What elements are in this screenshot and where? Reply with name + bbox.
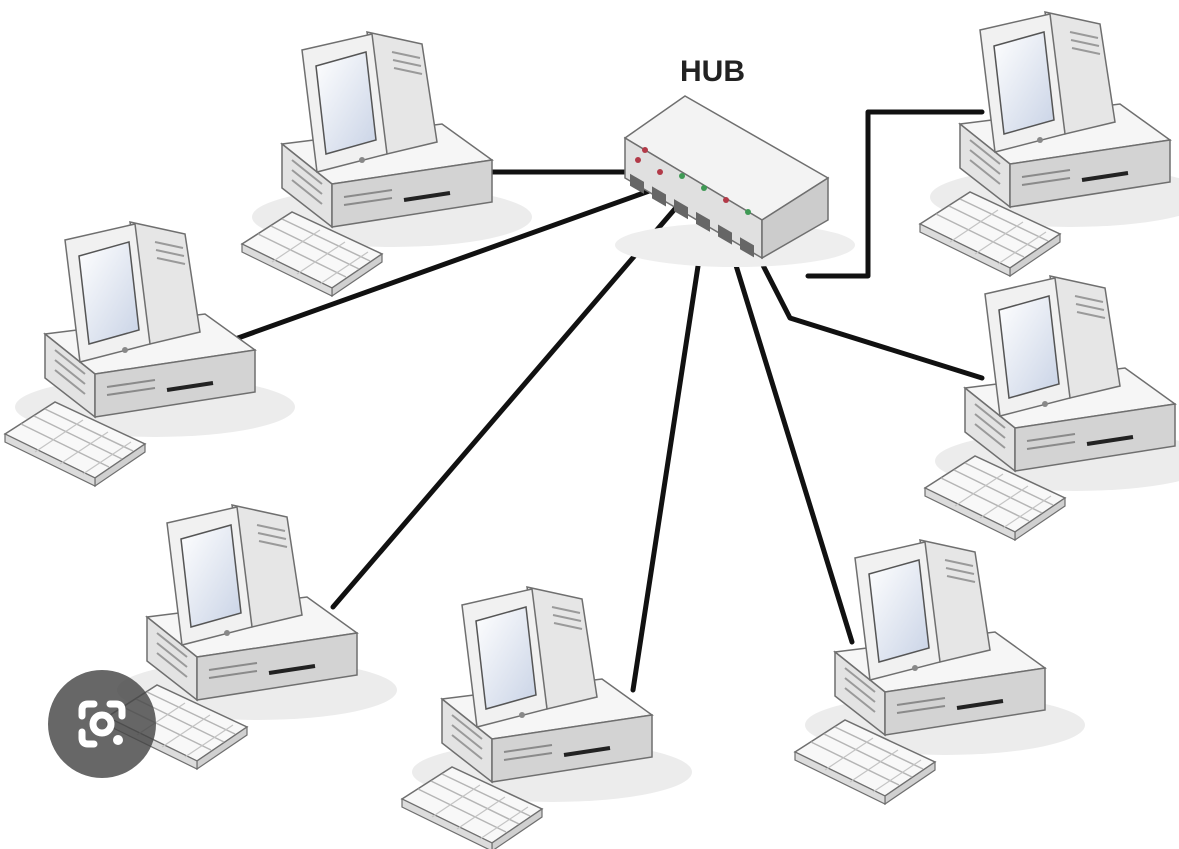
- cable-top-right: [805, 109, 985, 279]
- cable-bottom-center: [630, 211, 709, 693]
- computer-bottom-center: [400, 585, 694, 849]
- camera-lens-icon: [78, 700, 126, 748]
- computer-mid-right: [923, 274, 1179, 542]
- computer-bottom-right: [793, 538, 1087, 806]
- cable-bottom-right: [719, 217, 855, 645]
- computer-top-right: [918, 10, 1179, 278]
- hub-label: HUB: [680, 55, 745, 88]
- hub-device: [615, 95, 855, 267]
- computer-top-left: [240, 30, 534, 298]
- cable-mid-left: [235, 187, 655, 341]
- cable-bottom-left: [330, 193, 689, 610]
- image-search-button[interactable]: [48, 670, 156, 778]
- cables: [235, 109, 985, 693]
- computer-mid-left: [3, 220, 297, 488]
- hub-ports: [630, 173, 754, 258]
- hub-leds: [635, 147, 751, 215]
